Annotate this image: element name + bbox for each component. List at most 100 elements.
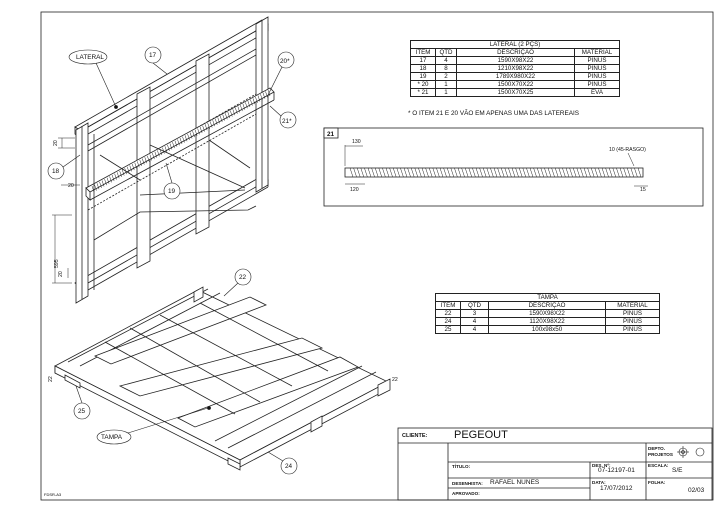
serration-line [569, 167, 573, 178]
lateral-col-item: ITEM [410, 48, 436, 57]
serration-line [144, 157, 148, 164]
dim-tampa-left: 22 [48, 376, 54, 382]
lateral-table-cell: 8 [435, 64, 457, 73]
callout-20: 20* [280, 58, 290, 65]
lateral-col-qtd: QTD [435, 48, 457, 57]
serration-line [167, 144, 170, 151]
callout-19: 19 [168, 188, 176, 195]
lateral-note: * O ITEM 21 E 20 VÃO EM APENAS UMA DAS L… [408, 110, 580, 117]
serration-line [189, 132, 193, 139]
serration-line [515, 167, 519, 178]
lateral-dimensions [52, 137, 80, 284]
serration-line [616, 167, 620, 178]
dim-tampa-right: 22 [392, 377, 398, 383]
serration-line [529, 167, 534, 178]
lateral-table-cell: 1 [435, 88, 457, 97]
serration-line [174, 140, 178, 147]
callout-22: 22 [239, 274, 247, 281]
des-value: 07-12197-01 [598, 467, 635, 474]
serration-line [187, 133, 190, 140]
serration-line [349, 167, 354, 178]
serration-line [418, 167, 422, 178]
serration-line [131, 163, 135, 171]
serration-line [554, 167, 559, 178]
serration-line [177, 139, 180, 146]
serration-line [139, 159, 143, 167]
serration-line [508, 167, 512, 178]
lateral-table-cell: PINUS [574, 64, 620, 73]
serration-line [587, 167, 591, 178]
lateral-table-cell: 17 [410, 56, 436, 65]
serration-line [475, 167, 480, 178]
serration-line [518, 167, 523, 178]
serration-line [262, 92, 266, 99]
serration-line [608, 167, 613, 178]
des-label: DES. Nº: [592, 463, 611, 468]
serration-line [432, 167, 437, 178]
serration-line [421, 167, 426, 178]
serration-line [237, 106, 241, 113]
serration-line [428, 167, 433, 178]
serration-line [104, 179, 107, 186]
serration-line [149, 154, 153, 161]
serration-line [94, 184, 97, 191]
serration-line [446, 167, 451, 178]
lateral-table-cell: 2 [435, 72, 457, 81]
serration-line [159, 148, 163, 156]
data-label: DATA: [592, 480, 606, 485]
serration-line [551, 167, 555, 178]
serration-line [209, 121, 213, 128]
tampa-table-cell: 4 [460, 325, 489, 334]
serration-line [392, 167, 397, 178]
serration-line [374, 167, 379, 178]
lateral-table-cell: PINUS [574, 56, 620, 65]
tampa-col-desc: DESCRIÇÃO [488, 301, 606, 310]
callout-tampa [73, 268, 298, 475]
serration-line [194, 129, 198, 136]
serration-line [497, 167, 501, 178]
serration-line [199, 126, 203, 134]
serration-line [623, 167, 627, 178]
escala-label: ESCALA: [648, 463, 669, 468]
serration-line [619, 167, 624, 178]
serration-line [99, 181, 102, 188]
folha-label: FOLHA: [648, 480, 666, 485]
serration-line [265, 91, 268, 98]
serration-line [356, 167, 361, 178]
serration-line [583, 167, 588, 178]
serration-line [576, 167, 581, 178]
serration-line [544, 167, 548, 178]
cliente-label: CLIENTE: [402, 433, 428, 439]
serration-line [371, 167, 375, 178]
serration-line [443, 167, 447, 178]
serration-line [169, 143, 173, 150]
desenhista-value: RAFAEL NUNES [490, 479, 540, 486]
lateral-table-cell: 19 [410, 72, 436, 81]
serration-line [396, 167, 401, 178]
callout-17: 17 [149, 52, 157, 59]
serration-line [192, 131, 195, 138]
serration-line [464, 167, 469, 178]
tampa-table-cell: 22 [435, 309, 461, 318]
serration-line [382, 167, 386, 178]
serration-line [179, 137, 183, 145]
escala-value: S/E [672, 467, 683, 474]
serration-line [124, 168, 127, 175]
depto-logo-icon [677, 446, 705, 458]
serration-line [511, 167, 516, 178]
serration-line [137, 161, 140, 168]
serration-line [461, 167, 465, 178]
dim-lateral-height: 595 [54, 259, 60, 268]
serration-line [536, 167, 541, 178]
serration-line [121, 169, 125, 176]
tampa-table-cell: 100x98x50 [488, 325, 606, 334]
tampa-col-item: ITEM [435, 301, 461, 310]
titulo-label: TÍTULO: [452, 464, 471, 469]
serration-line [154, 151, 158, 158]
